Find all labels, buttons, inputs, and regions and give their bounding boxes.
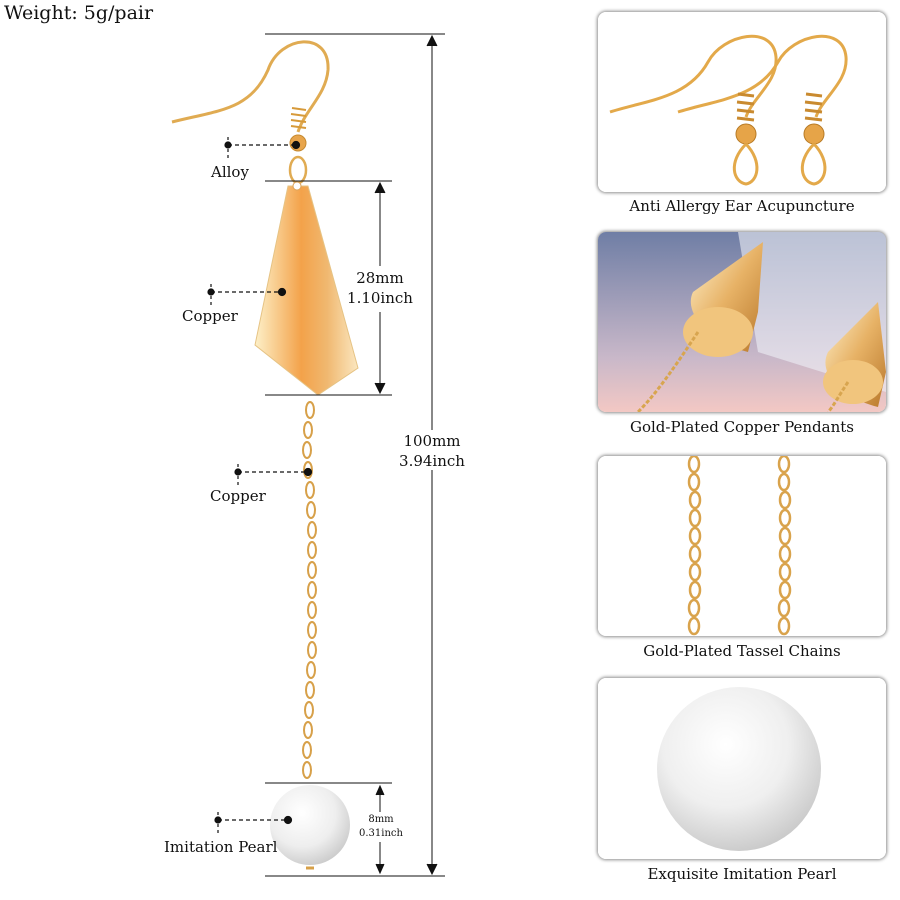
pendants-image [598, 232, 886, 412]
panel-ear-hooks [598, 12, 886, 192]
copper-pendant-label: Copper [182, 307, 238, 325]
total-dimension-text: 100mm 3.94inch [388, 431, 476, 471]
panel-chains [598, 456, 886, 636]
pearl-mm: 8mm [368, 814, 394, 825]
pearl-image [598, 678, 886, 859]
total-inch: 3.94inch [399, 452, 465, 470]
caption-pendants: Gold-Plated Copper Pendants [629, 418, 854, 436]
caption-chains: Gold-Plated Tassel Chains [643, 642, 841, 660]
ear-hook [171, 40, 330, 133]
pendant-dimension [265, 180, 392, 396]
pearl-dimension-text: 8mm 0.31inch [352, 813, 410, 841]
alloy-label: Alloy [211, 163, 249, 181]
copper-chain-label: Copper [210, 487, 266, 505]
callouts [207, 137, 313, 834]
earring-diagram [171, 33, 445, 877]
weight-label: Weight: 5g/pair [4, 2, 154, 24]
panel-pearl [598, 678, 886, 859]
pendant-mm: 28mm [356, 269, 404, 287]
caption-ear-hooks: Anti Allergy Ear Acupuncture [629, 197, 855, 215]
total-mm: 100mm [403, 432, 461, 450]
pearl-label: Imitation Pearl [164, 838, 278, 856]
hook-coil [290, 107, 307, 129]
panel-pendants [598, 232, 886, 412]
pearl [270, 785, 350, 865]
chain [302, 401, 317, 779]
caption-pearl: Exquisite Imitation Pearl [647, 865, 837, 883]
hook-loop [288, 155, 308, 185]
ear-hooks-image [598, 12, 886, 192]
chains-image [598, 456, 886, 636]
pendant-inch: 1.10inch [347, 289, 413, 307]
pearl-inch: 0.31inch [359, 828, 403, 839]
total-dimension [265, 33, 445, 877]
copper-pendant [254, 185, 359, 396]
pearl-dimension [265, 782, 392, 875]
pendant-dimension-text: 28mm 1.10inch [336, 268, 424, 308]
